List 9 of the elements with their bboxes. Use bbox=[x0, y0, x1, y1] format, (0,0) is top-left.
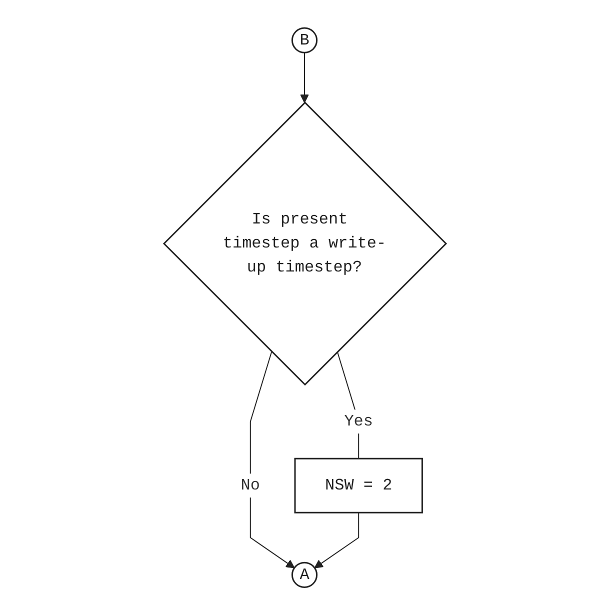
arrow bbox=[249, 352, 294, 569]
arrow bbox=[314, 512, 359, 569]
node-diamond: Is present timestep a write-up timestep? bbox=[162, 102, 447, 386]
edge-label: No bbox=[240, 477, 260, 495]
node-circle: B bbox=[290, 28, 318, 54]
node-box: NSW = 2 bbox=[294, 458, 422, 514]
edge-label: Yes bbox=[344, 413, 373, 431]
arrow bbox=[300, 52, 308, 104]
node-circle: A bbox=[290, 562, 318, 588]
